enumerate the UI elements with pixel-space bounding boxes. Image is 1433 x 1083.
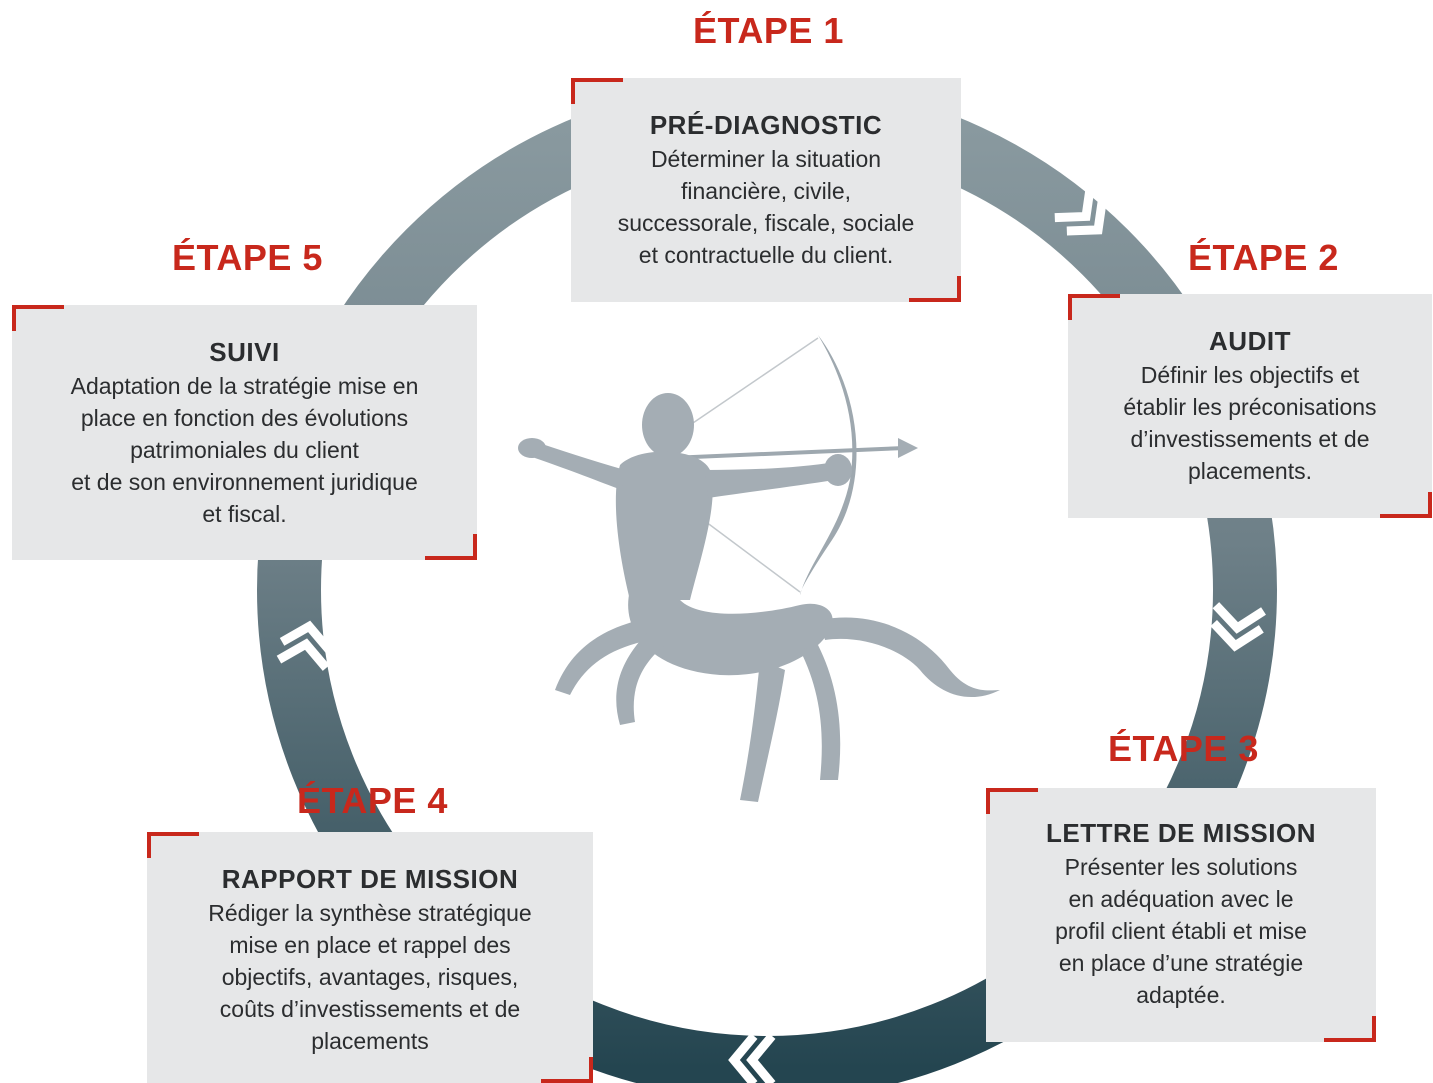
centaur-archer-icon bbox=[518, 335, 1000, 802]
step-3-title: LETTRE DE MISSION bbox=[1046, 818, 1316, 848]
corner-bracket bbox=[986, 788, 1038, 814]
step-2-title: AUDIT bbox=[1209, 326, 1291, 356]
step-5-label: ÉTAPE 5 bbox=[172, 237, 323, 278]
step-4-card: RAPPORT DE MISSION Rédiger la synthèse s… bbox=[147, 832, 593, 1083]
step-2-card: AUDIT Définir les objectifs et établir l… bbox=[1068, 294, 1432, 518]
corner-bracket bbox=[571, 78, 623, 104]
step-5-title: SUIVI bbox=[209, 337, 280, 367]
step-5-description: Adaptation de la stratégie mise en place… bbox=[70, 373, 419, 527]
corner-bracket bbox=[1068, 294, 1120, 320]
step-2-description: Définir les objectifs et établir les pré… bbox=[1123, 362, 1377, 484]
corner-bracket bbox=[1324, 1016, 1376, 1042]
chevron-arrow-icon bbox=[1210, 602, 1266, 652]
corner-bracket bbox=[909, 276, 961, 302]
chevron-arrow-icon bbox=[1054, 184, 1107, 236]
corner-bracket bbox=[541, 1057, 593, 1083]
step-3-card: LETTRE DE MISSION Présenter les solution… bbox=[986, 788, 1376, 1042]
corner-bracket bbox=[425, 534, 477, 560]
step-1-description: Déterminer la situation financière, civi… bbox=[617, 146, 915, 268]
chevron-arrow-icon bbox=[276, 620, 333, 671]
step-4-description: Rédiger la synthèse stratégique mise en … bbox=[208, 900, 532, 1054]
corner-bracket bbox=[1380, 492, 1432, 518]
corner-bracket bbox=[12, 305, 64, 331]
step-1-card: PRÉ-DIAGNOSTIC Déterminer la situation f… bbox=[571, 78, 961, 302]
corner-bracket bbox=[147, 832, 199, 858]
step-5-card: SUIVI Adaptation de la stratégie mise en… bbox=[12, 305, 477, 560]
step-3-label: ÉTAPE 3 bbox=[1108, 728, 1259, 769]
step-2-label: ÉTAPE 2 bbox=[1188, 237, 1339, 278]
step-4-title: RAPPORT DE MISSION bbox=[221, 864, 519, 894]
chevron-arrow-icon bbox=[728, 1033, 776, 1083]
step-1-label: ÉTAPE 1 bbox=[693, 10, 844, 51]
step-4-label: ÉTAPE 4 bbox=[297, 780, 448, 821]
step-1-title: PRÉ-DIAGNOSTIC bbox=[649, 110, 883, 140]
step-3-description: Présenter les solutions en adéquation av… bbox=[1055, 854, 1307, 1008]
